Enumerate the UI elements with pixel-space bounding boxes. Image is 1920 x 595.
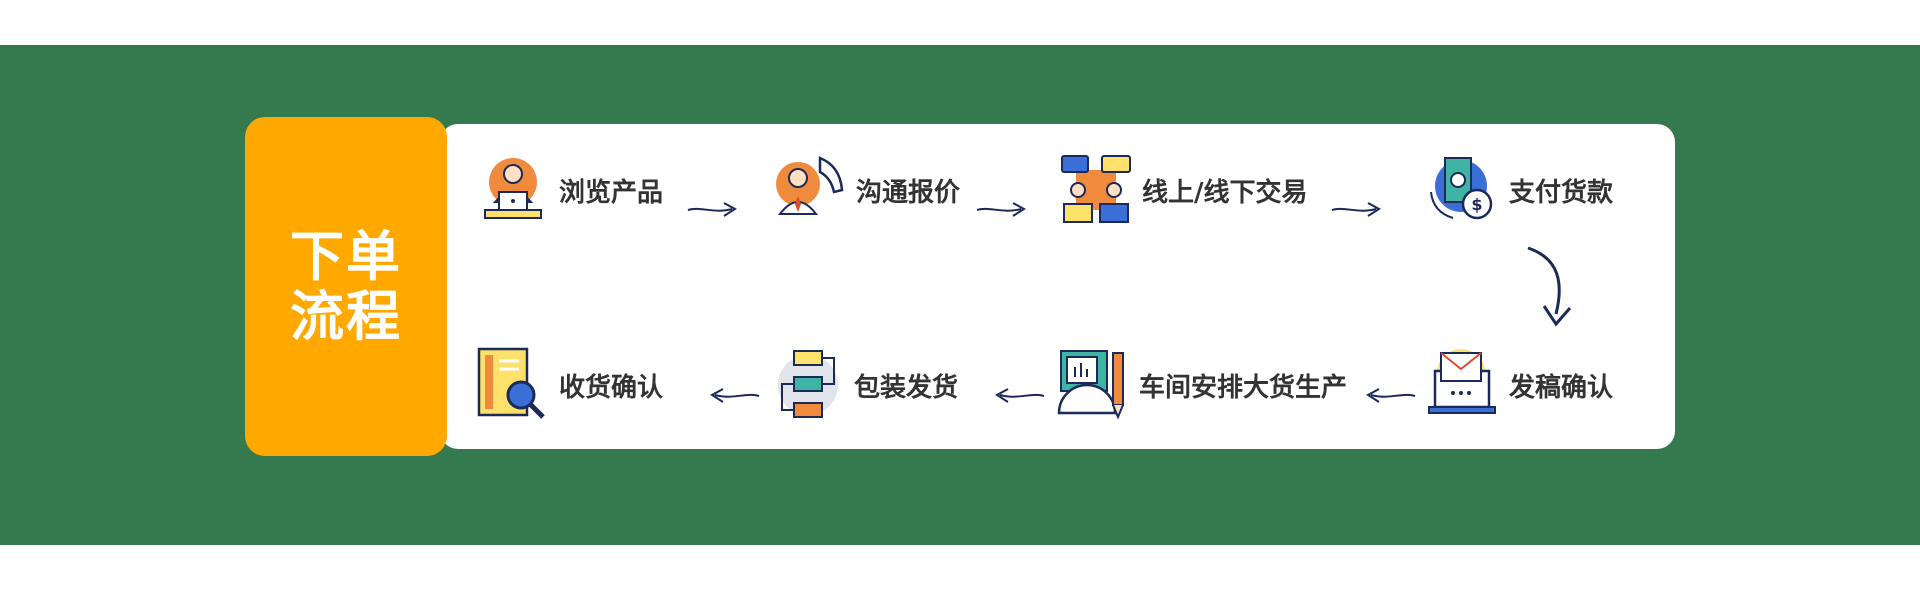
step-label: 包装发货 bbox=[854, 372, 959, 403]
chat-people-icon bbox=[1061, 155, 1131, 223]
money-coin-icon: $ bbox=[1430, 157, 1493, 220]
arrow-curve-down-icon bbox=[1527, 246, 1572, 327]
arrow-right-icon bbox=[976, 202, 1026, 217]
person-phone-icon bbox=[776, 156, 844, 215]
step-receipt-confirm: 收货确认 bbox=[475, 347, 663, 423]
step-label: 沟通报价 bbox=[856, 177, 961, 208]
arrow-left-icon bbox=[710, 388, 760, 403]
title-badge: 下单流程 bbox=[245, 117, 447, 456]
flowchart-boxes-icon bbox=[778, 350, 838, 418]
step-pay-goods: $ 支付货款 bbox=[1425, 152, 1613, 228]
arrow-left-icon bbox=[1366, 388, 1416, 403]
arrow-left-icon bbox=[995, 388, 1045, 403]
step-quote-communication: 沟通报价 bbox=[772, 152, 960, 228]
page-title: 下单流程 bbox=[290, 224, 402, 348]
laptop-mail-icon bbox=[1428, 349, 1496, 414]
svg-text:$: $ bbox=[1471, 195, 1482, 214]
step-browse-products: 浏览产品 bbox=[475, 152, 663, 228]
step-label: 线上/线下交易 bbox=[1142, 177, 1308, 208]
step-workshop-production: 车间安排大货生产 bbox=[1055, 347, 1347, 423]
step-label: 收货确认 bbox=[559, 372, 664, 403]
step-online-offline-trade: 线上/线下交易 bbox=[1058, 152, 1308, 228]
blueprint-tools-icon bbox=[1057, 350, 1124, 420]
step-label: 支付货款 bbox=[1509, 177, 1614, 208]
step-label: 发稿确认 bbox=[1509, 372, 1614, 403]
book-magnifier-icon bbox=[477, 347, 545, 419]
arrow-right-icon bbox=[687, 202, 737, 217]
step-pack-ship: 包装发货 bbox=[770, 347, 958, 423]
person-laptop-icon bbox=[484, 158, 542, 219]
step-draft-confirm: 发稿确认 bbox=[1425, 347, 1613, 423]
step-label: 车间安排大货生产 bbox=[1139, 372, 1348, 403]
step-label: 浏览产品 bbox=[559, 177, 664, 208]
arrow-right-icon bbox=[1331, 202, 1381, 217]
